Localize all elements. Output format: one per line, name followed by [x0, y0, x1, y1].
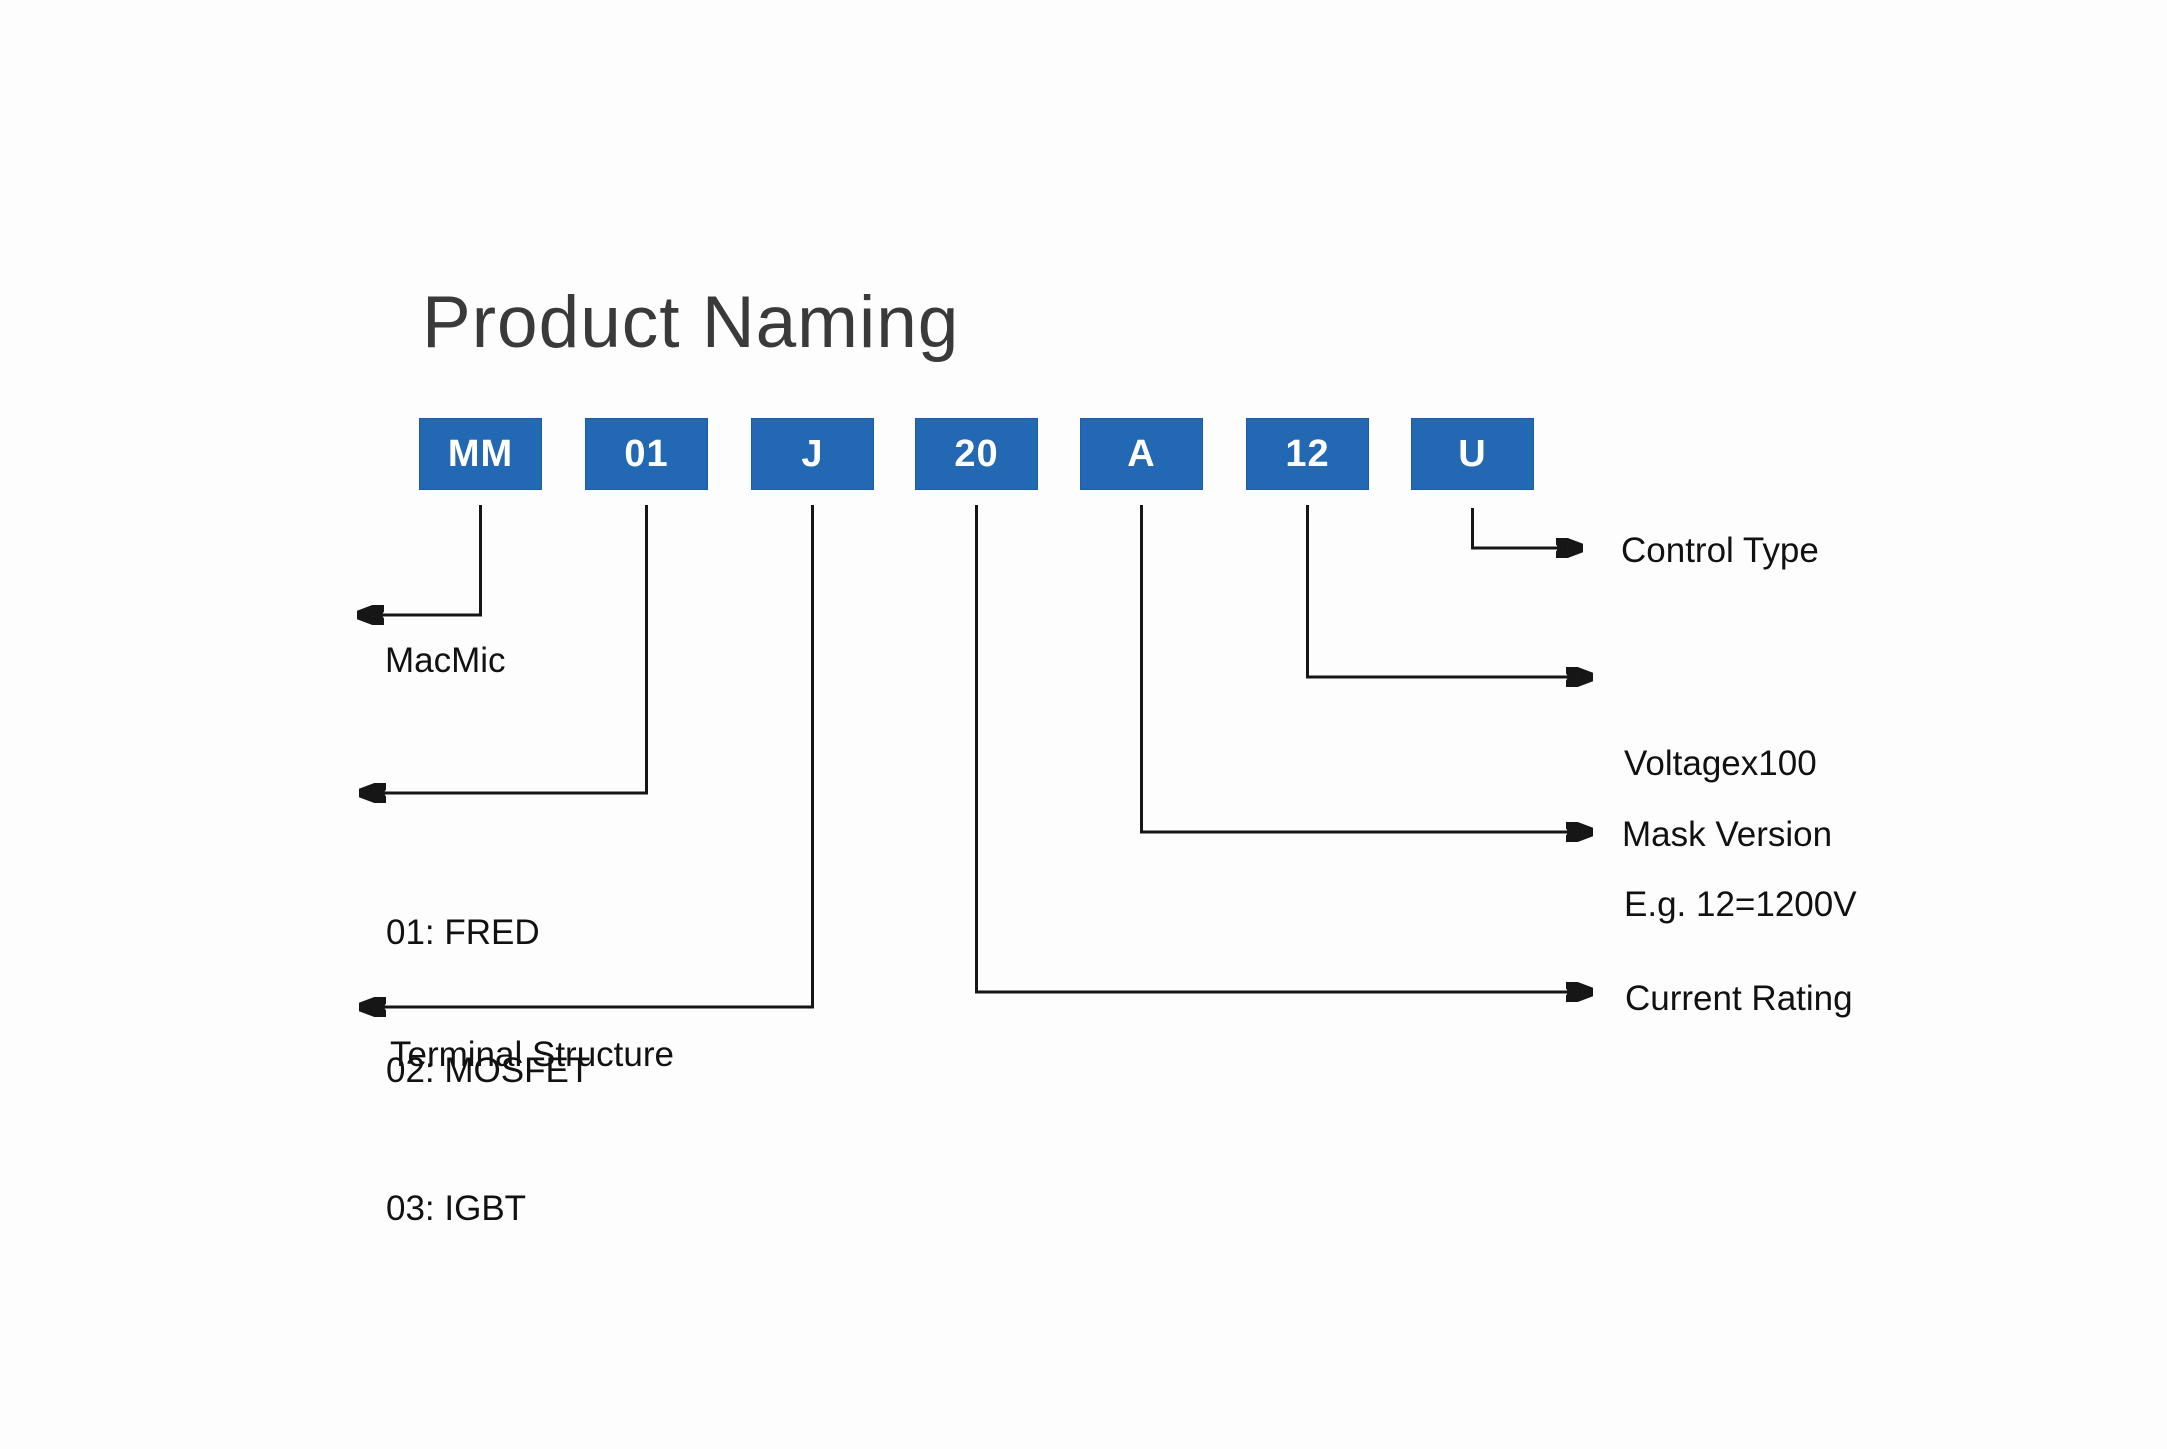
segment-box-mask-version: A — [1080, 418, 1203, 490]
arrow-20-to-current — [975, 505, 1594, 992]
label-macmic: MacMic — [385, 641, 506, 680]
label-mask-version: Mask Version — [1622, 815, 1833, 854]
segment-box-current-rating: 20 — [915, 418, 1038, 490]
label-voltage-line1: Voltagex100 — [1624, 744, 1817, 783]
arrow-u-to-control — [1471, 508, 1584, 548]
label-current-rating: Current Rating — [1625, 979, 1853, 1018]
label-control-type: Control Type — [1621, 531, 1819, 570]
arrow-j-to-terminal — [359, 505, 814, 1007]
arrow-01-to-device-types — [359, 505, 648, 793]
segment-box-device-type: 01 — [585, 418, 708, 490]
arrow-a-to-mask — [1140, 505, 1594, 832]
segment-box-control-type: U — [1411, 418, 1534, 490]
segment-box-manufacturer: MM — [419, 418, 542, 490]
segment-box-terminal-structure: J — [751, 418, 874, 490]
page-title: Product Naming — [422, 282, 960, 363]
label-device-type-igbt: 03: IGBT — [386, 1189, 527, 1228]
arrow-12-to-voltage — [1306, 505, 1594, 677]
label-device-type-mosfet: 02: MOSFET — [386, 1051, 591, 1090]
label-device-type-fred: 01: FRED — [386, 913, 540, 952]
label-device-types: 01: FRED 02: MOSFET 03: IGBT — [386, 818, 590, 1324]
arrow-mm-to-macmic — [357, 505, 482, 615]
label-voltage-line2: E.g. 12=1200V — [1624, 885, 1857, 924]
label-voltage: Voltagex100 E.g. 12=1200V — [1624, 646, 1857, 1022]
label-terminal-structure: Terminal Structure — [390, 1035, 674, 1074]
segment-box-voltage: 12 — [1246, 418, 1369, 490]
